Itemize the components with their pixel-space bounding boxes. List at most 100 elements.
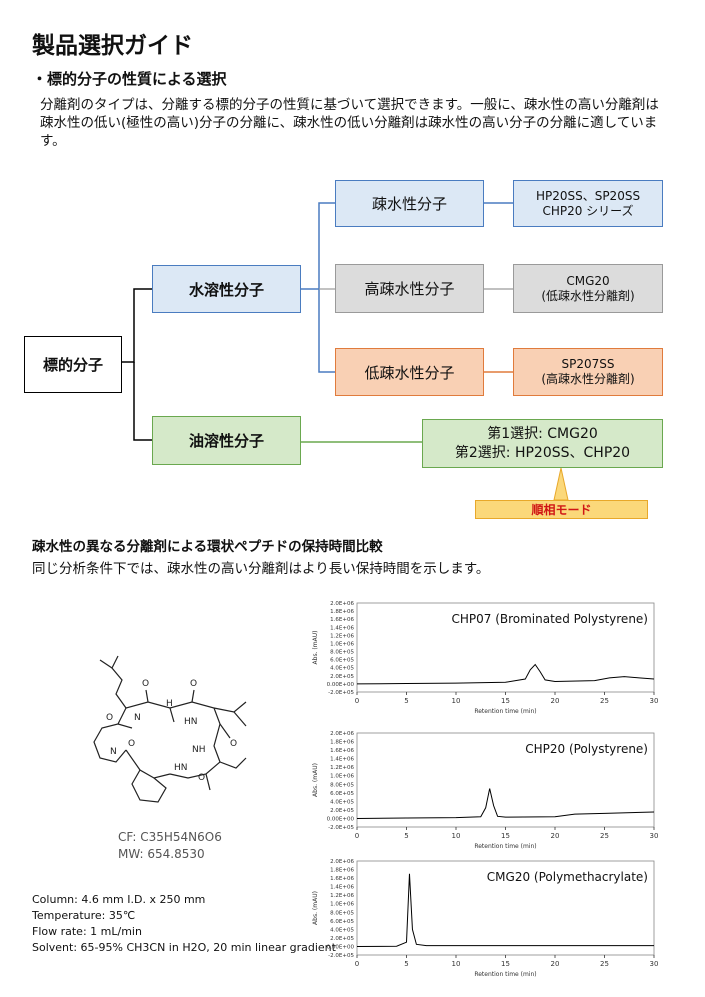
normal-phase-mode-label: 順相モード xyxy=(475,500,648,519)
result-sp207ss: SP207SS (高疎水性分離剤) xyxy=(513,348,663,396)
x-tick-label: 10 xyxy=(452,960,461,968)
oil-result: 第1選択: CMG20 第2選択: HP20SS、CHP20 xyxy=(422,419,663,468)
x-tick-label: 30 xyxy=(650,832,659,840)
chart-title: CHP20 (Polystyrene) xyxy=(525,742,648,756)
x-tick-label: 25 xyxy=(600,697,609,705)
y-tick-label: 1.0E+06 xyxy=(330,902,354,908)
x-tick-label: 15 xyxy=(501,697,510,705)
chart-title: CHP07 (Brominated Polystyrene) xyxy=(451,612,648,626)
y-tick-label: 0.00E+00 xyxy=(327,944,355,950)
svg-text:O: O xyxy=(128,739,135,749)
series-line xyxy=(356,663,655,685)
x-tick-label: 15 xyxy=(501,960,510,968)
y-tick-label: 1.0E+06 xyxy=(330,641,354,647)
chart-chp07: -2.0E+05 0.00E+00 2.0E+05 4.0E+05 6.0E+05 8.0… xyxy=(305,595,670,720)
result-cmg20: CMG20 (低疎水性分離剤) xyxy=(513,264,663,313)
y-tick-label: 2.0E+05 xyxy=(330,674,354,680)
tree-connectors xyxy=(122,202,569,501)
section-text: 分離剤のタイプは、分離する標的分子の性質に基づいて選択できます。一般に、疎水性の… xyxy=(40,97,659,149)
svg-text:H: H xyxy=(166,699,173,709)
y-tick-label: 8.0E+05 xyxy=(330,782,354,788)
x-tick-label: 25 xyxy=(600,960,609,968)
y-tick-label: 8.0E+05 xyxy=(330,650,354,656)
y-tick-label: 1.0E+06 xyxy=(330,774,354,780)
y-tick-label: 1.4E+06 xyxy=(330,625,354,631)
y-tick-label: 8.0E+05 xyxy=(330,910,354,916)
y-tick-label: 4.0E+05 xyxy=(330,666,354,672)
x-tick-label: 30 xyxy=(650,697,659,705)
hydrophobic-node: 疎水性分子 xyxy=(335,180,484,227)
svg-text:HN: HN xyxy=(184,717,198,727)
y-tick-label: 2.0E+06 xyxy=(330,731,354,737)
series-line xyxy=(356,873,654,947)
svg-text:HN: HN xyxy=(174,763,188,773)
low-hydrophobic-node: 低疎水性分子 xyxy=(335,348,484,396)
x-tick-label: 5 xyxy=(404,960,408,968)
page-title: 製品選択ガイド xyxy=(32,33,193,59)
svg-text:NH: NH xyxy=(192,745,206,755)
comparison-text: 同じ分析条件下では、疎水性の高い分離剤はより長い保持時間を示します。 xyxy=(32,561,490,577)
y-tick-label: 1.2E+06 xyxy=(330,633,354,639)
water-soluble-node: 水溶性分子 xyxy=(152,265,301,313)
y-tick-label: 2.0E+06 xyxy=(330,601,354,607)
condition-temperature: Temperature: 35℃ xyxy=(32,909,136,922)
svg-text:O: O xyxy=(198,773,205,783)
y-tick-label: 4.0E+05 xyxy=(330,799,354,805)
x-tick-label: 30 xyxy=(650,960,659,968)
high-hydrophobic-node: 高疎水性分子 xyxy=(335,264,484,313)
x-tick-label: 20 xyxy=(551,832,560,840)
x-tick-label: 20 xyxy=(551,960,560,968)
oil-soluble-node: 油溶性分子 xyxy=(152,416,301,465)
y-tick-label: 1.2E+06 xyxy=(330,893,354,899)
x-tick-label: 0 xyxy=(355,832,359,840)
y-axis-label: Abs. (mAU) xyxy=(312,891,319,925)
x-axis-label: Retention time (min) xyxy=(474,971,536,978)
y-tick-label: 4.0E+05 xyxy=(330,927,354,933)
x-tick-label: 20 xyxy=(551,697,560,705)
comparison-heading: 疎水性の異なる分離剤による環状ペプチドの保持時間比較 xyxy=(32,539,383,555)
condition-solvent: Solvent: 65-95% CH3CN in H2O, 20 min lin… xyxy=(32,941,336,954)
root-node: 標的分子 xyxy=(24,336,122,393)
y-tick-label: -2.0E+05 xyxy=(328,953,354,959)
y-tick-label: 1.6E+06 xyxy=(330,748,354,754)
x-tick-label: 5 xyxy=(404,832,408,840)
x-tick-label: 5 xyxy=(404,697,408,705)
x-axis-label: Retention time (min) xyxy=(474,843,536,850)
x-axis-label: Retention time (min) xyxy=(474,708,536,715)
x-tick-label: 10 xyxy=(452,697,461,705)
molecule-weight: MW: 654.8530 xyxy=(118,847,205,861)
y-tick-label: 1.8E+06 xyxy=(330,609,354,615)
svg-text:O: O xyxy=(230,739,237,749)
x-tick-label: 0 xyxy=(355,960,359,968)
x-tick-label: 25 xyxy=(600,832,609,840)
y-tick-label: 2.0E+06 xyxy=(330,859,354,865)
result-hp20ss: HP20SS、SP20SS CHP20 シリーズ xyxy=(513,180,663,227)
y-tick-label: 6.0E+05 xyxy=(330,919,354,925)
x-tick-label: 0 xyxy=(355,697,359,705)
y-tick-label: 1.4E+06 xyxy=(330,757,354,763)
y-tick-label: -2.0E+05 xyxy=(328,825,354,831)
svg-text:O: O xyxy=(190,679,197,689)
y-axis-label: Abs. (mAU) xyxy=(312,631,319,665)
section-heading: ・標的分子の性質による選択 xyxy=(32,70,227,88)
molecule-formula: CF: C35H54N6O6 xyxy=(118,830,222,844)
y-tick-label: 2.0E+05 xyxy=(330,936,354,942)
y-tick-label: 2.0E+05 xyxy=(330,808,354,814)
chart-cmg20: -2.0E+05 0.00E+00 2.0E+05 4.0E+05 6.0E+05 8.0… xyxy=(305,853,670,983)
svg-text:N: N xyxy=(110,747,117,757)
y-tick-label: -2.0E+05 xyxy=(328,690,354,696)
x-tick-label: 10 xyxy=(452,832,461,840)
y-tick-label: 1.8E+06 xyxy=(330,868,354,874)
chart-title: CMG20 (Polymethacrylate) xyxy=(487,870,648,884)
condition-column: Column: 4.6 mm I.D. x 250 mm xyxy=(32,893,206,906)
y-tick-label: 1.6E+06 xyxy=(330,876,354,882)
svg-text:N: N xyxy=(134,713,141,723)
svg-text:O: O xyxy=(106,713,113,723)
svg-text:O: O xyxy=(142,679,149,689)
y-tick-label: 1.2E+06 xyxy=(330,765,354,771)
y-tick-label: 0.00E+00 xyxy=(327,682,355,688)
y-tick-label: 6.0E+05 xyxy=(330,658,354,664)
y-tick-label: 6.0E+05 xyxy=(330,791,354,797)
